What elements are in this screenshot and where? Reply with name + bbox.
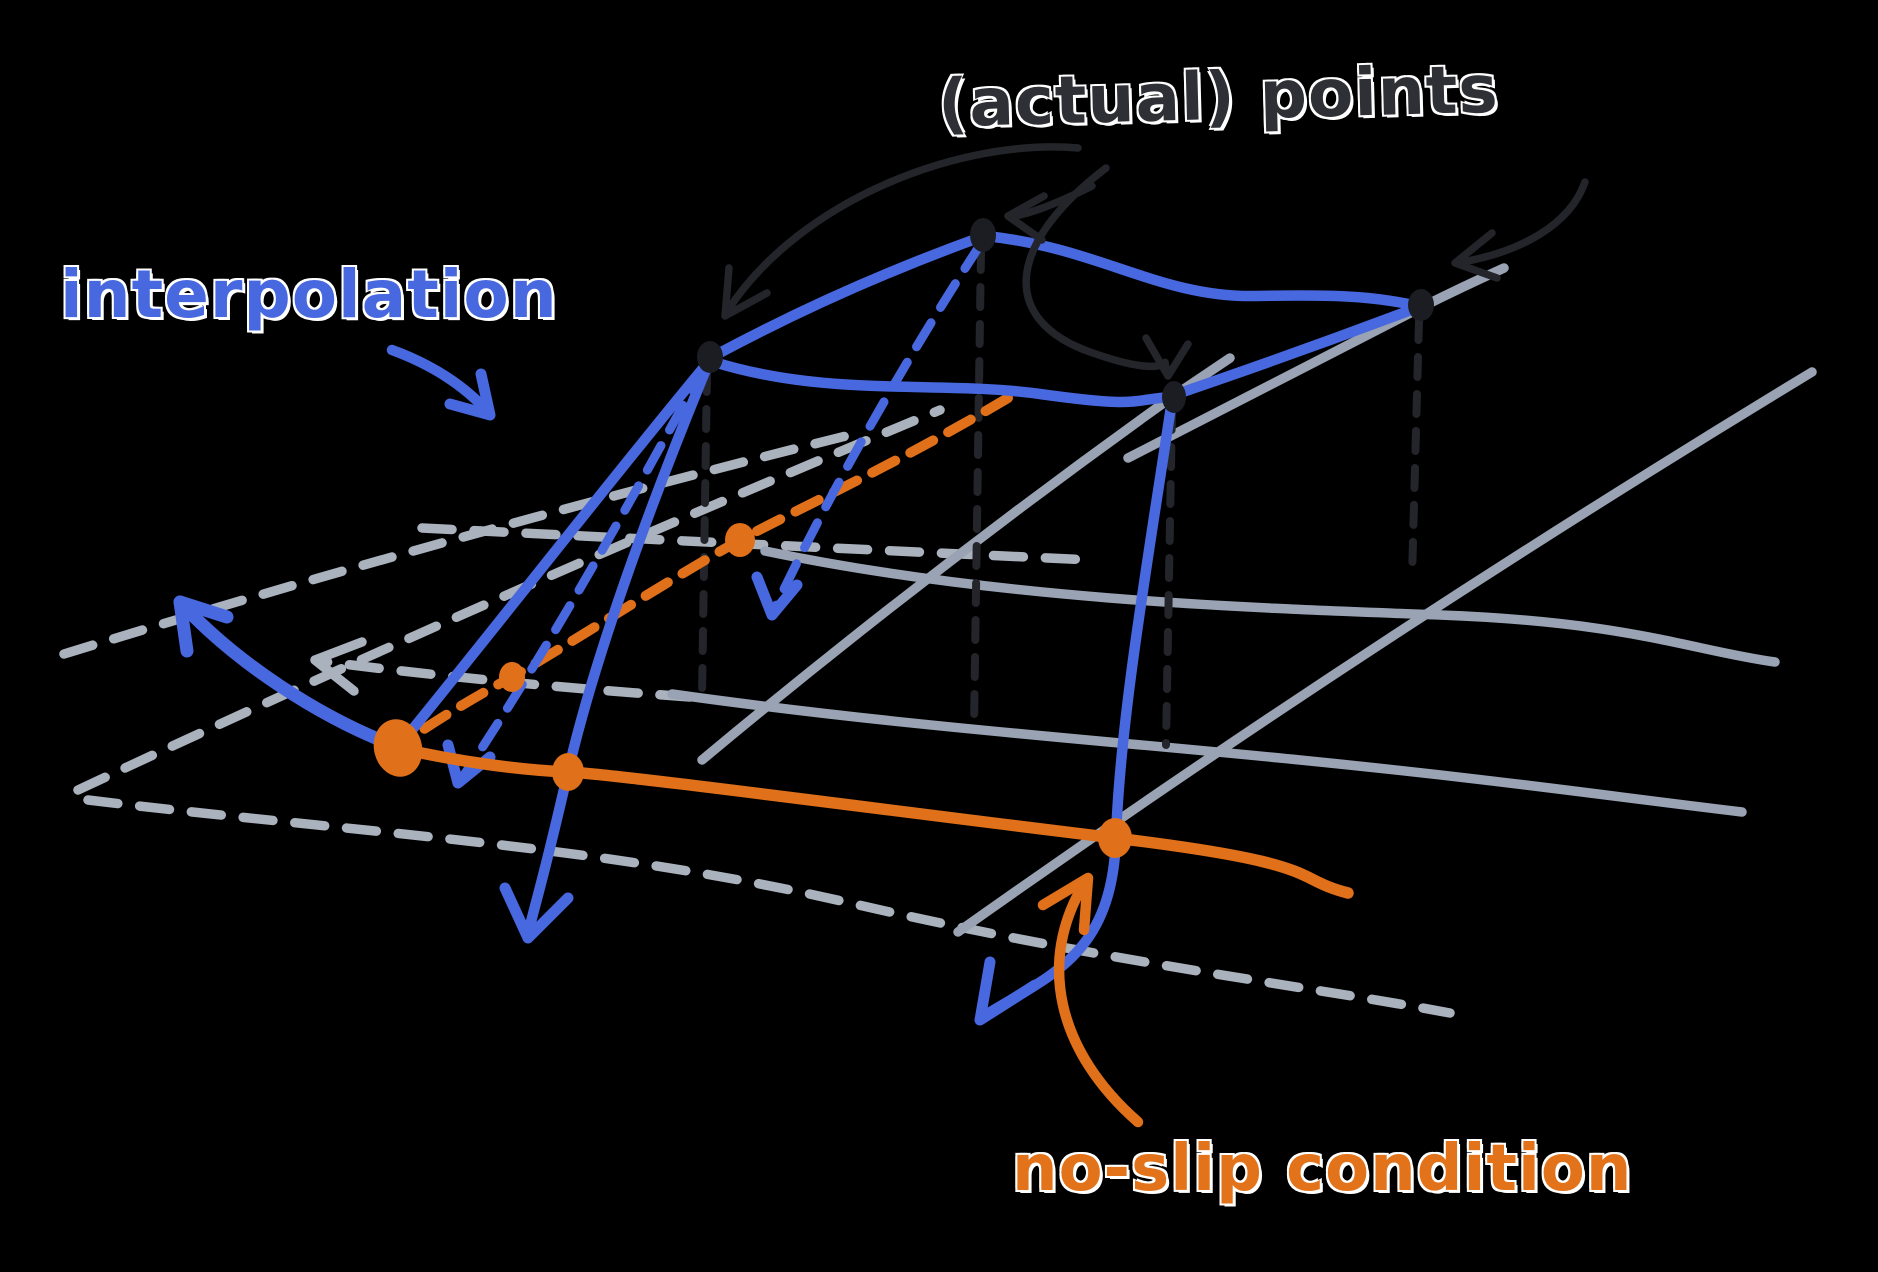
interp-dashed-1 [770,240,985,613]
no-slip-label-arrowhead [1037,872,1094,936]
interp-dashed-2 [457,360,710,783]
no-slip-line [392,742,1354,899]
orange-interpolated-line [395,393,1013,750]
actual-points-arrows [721,143,1589,380]
quad-edge-left-bottom [708,356,1176,408]
quad-edge-left-top [706,231,987,363]
points-arrow-left [724,143,1082,314]
interpolation-label-arrowhead [444,368,496,421]
quad-edge-bottom-right [1171,301,1425,400]
interp-swoosh-arrowhead [173,595,234,658]
actual-points-label: (actual) points [937,50,1500,143]
surface-diagonal-long [953,367,1817,937]
no-slip-label-arrow [1053,876,1144,1128]
actual-point-top [970,218,996,252]
interp-curve-2 [522,356,715,940]
actual-point-middle [1162,381,1186,413]
drop-line-middle-point [1162,406,1176,749]
interp-dashed-1-arrowhead [751,571,803,621]
orange-point-dashed-2 [499,662,525,692]
interp-curve-3-arrowhead [974,956,1041,1026]
no-slip-label: no-slip condition [1012,1132,1633,1206]
points-arrow-left-head [721,264,771,320]
gray-surface-mesh [667,263,1817,937]
grid-dashed-front-edge [83,795,1455,1018]
surface-horizontal-upper [760,546,1780,667]
drop-line-top-point [970,246,985,732]
quad-edge-top-right [980,230,1425,312]
actual-points-dots [697,218,1434,413]
interp-curve-2-arrowhead [499,882,574,944]
points-arrow-right-head [1451,229,1501,282]
orange-point-3 [1098,818,1132,858]
orange-point-dashed-1 [725,523,755,557]
surface-diagonal-d [1123,263,1509,463]
point-drop-lines [698,246,1423,749]
interpolation-label-arrow [386,344,494,418]
drop-line-left-point [698,368,711,701]
drop-line-right-point [1408,316,1423,582]
grid-dashed-arrow-line [315,656,695,702]
actual-point-right [1408,289,1434,321]
orange-no-slip [373,523,1354,1128]
orange-point-2 [552,753,584,791]
interp-curve-1 [392,354,716,753]
grid-dashed-diagonal-lower [73,405,945,795]
orange-dashed-diagonal [395,393,1013,750]
points-arrow-right [1458,178,1589,266]
interp-curve-3 [978,394,1178,1022]
blue-interpolation [173,230,1425,1026]
orange-point-1 [373,719,423,777]
interp-swoosh [173,595,405,754]
interpolation-label: interpolation [60,256,558,333]
actual-point-left [697,341,723,373]
points-arrow-middle-head [1142,334,1192,380]
points-arrow-top-head [1004,192,1048,244]
surface-horizontal-lower [667,689,1747,817]
grid-dashed-arrowhead [310,637,367,696]
grid-dashed-mid-horizontal [417,523,1097,565]
